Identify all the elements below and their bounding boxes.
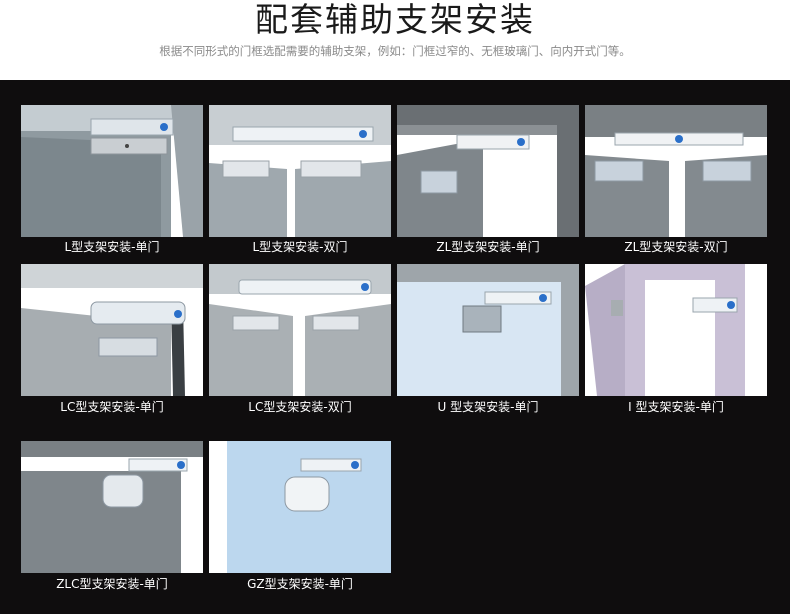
caption-zl-single: ZL型支架安装-单门 xyxy=(436,240,540,254)
bracket-image-i-single xyxy=(585,264,767,396)
caption-lc-double: LC型支架安装-双门 xyxy=(248,400,352,414)
caption-gz-single: GZ型支架安装-单门 xyxy=(247,577,353,591)
bracket-image-u-single xyxy=(397,264,579,396)
caption-u-single: U 型支架安装-单门 xyxy=(437,400,539,414)
caption-zl-double: ZL型支架安装-双门 xyxy=(624,240,728,254)
page-title: 配套辅助支架安装 xyxy=(255,0,535,39)
bracket-image-lc-single xyxy=(21,264,203,396)
caption-l-single: L型支架安装-单门 xyxy=(64,240,160,254)
bracket-image-zl-double xyxy=(585,105,767,237)
caption-i-single: I 型支架安装-单门 xyxy=(628,400,724,414)
bracket-image-gz-single xyxy=(209,441,391,573)
caption-zlc-single: ZLC型支架安装-单门 xyxy=(56,577,168,591)
header: 配套辅助支架安装 根据不同形式的门框选配需要的辅助支架，例如：门框过窄的、无框玻… xyxy=(0,0,790,80)
bracket-image-l-double xyxy=(209,105,391,237)
bracket-image-l-single xyxy=(21,105,203,237)
bracket-image-zl-single xyxy=(397,105,579,237)
caption-lc-single: LC型支架安装-单门 xyxy=(60,400,164,414)
caption-l-double: L型支架安装-双门 xyxy=(252,240,348,254)
bracket-image-lc-double xyxy=(209,264,391,396)
bracket-image-zlc-single xyxy=(21,441,203,573)
page-subtitle: 根据不同形式的门框选配需要的辅助支架，例如：门框过窄的、无框玻璃门、向内开式门等… xyxy=(159,44,631,58)
bracket-gallery: L型支架安装-单门 L型支架安装-双门 ZL型支架安装-单门 xyxy=(0,80,790,614)
